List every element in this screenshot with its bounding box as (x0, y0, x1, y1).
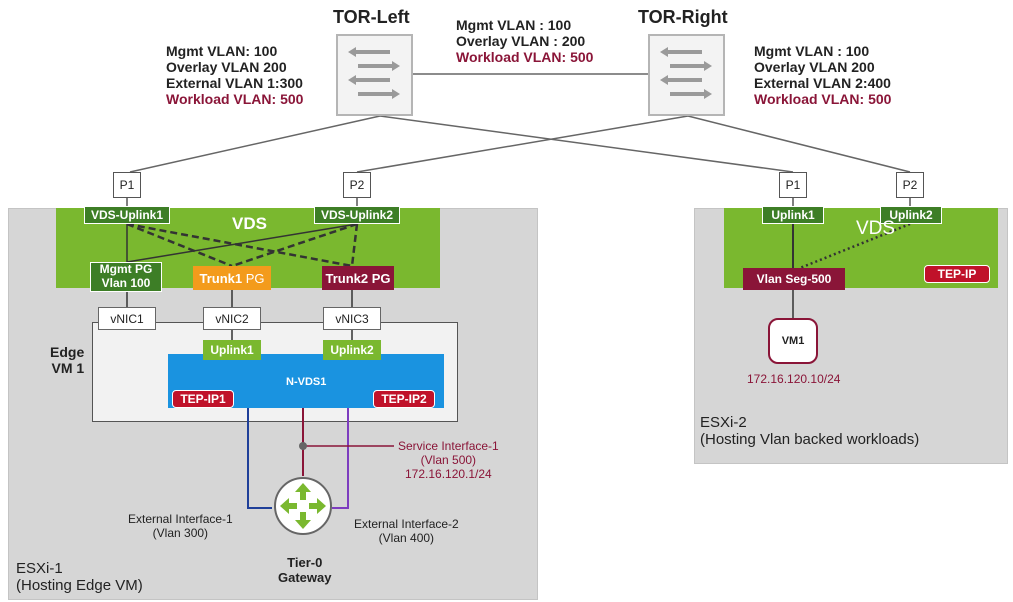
tor-left-vlan-mgmt: Mgmt VLAN: 100 (166, 43, 278, 59)
tor-left-title: TOR-Left (333, 7, 410, 27)
external-interface-2-label: External Interface-2 (Vlan 400) (354, 517, 459, 546)
esxi1-host-label: ESXi-1 (Hosting Edge VM) (16, 560, 143, 595)
ext-if2-vlan: (Vlan 400) (378, 530, 435, 545)
switch-arrows-icon (348, 47, 400, 99)
esxi1-desc: (Hosting Edge VM) (16, 577, 143, 595)
switch-arrows-icon (660, 47, 712, 99)
esxi2-uplink2: Uplink2 (880, 206, 942, 224)
interconnect-vlan-mgmt: Mgmt VLAN : 100 (456, 17, 572, 33)
esxi2-name: ESXi-2 (700, 414, 747, 431)
ext-if1-vlan: (Vlan 300) (152, 525, 209, 540)
vds-uplink1: VDS-Uplink1 (84, 206, 170, 224)
ext-if1-name: External Interface-1 (128, 512, 233, 526)
vm1: VM1 (768, 318, 818, 364)
edge-vm-label-line1: Edge (50, 344, 85, 360)
service-interface-vlan: (Vlan 500) (420, 452, 477, 467)
tor-right-vlan-mgmt: Mgmt VLAN : 100 (754, 43, 870, 59)
vds-uplink2: VDS-Uplink2 (314, 206, 400, 224)
interconnect-vlans: Mgmt VLAN : 100 Overlay VLAN : 200 Workl… (456, 17, 593, 65)
ext-if2-name: External Interface-2 (354, 517, 459, 531)
esxi2-port-p2: P2 (896, 172, 924, 198)
mgmt-pg-vlan: Vlan 100 (101, 276, 151, 290)
tor-left-vlan-workload: Workload VLAN: 500 (166, 91, 304, 108)
service-interface-name: Service Interface-1 (398, 439, 499, 453)
service-interface-label: Service Interface-1 (Vlan 500) 172.16.12… (398, 439, 499, 481)
esxi2-vds-label: VDS (856, 218, 896, 239)
edge-vm-label: Edge VM 1 (50, 344, 84, 376)
external-interface-1-label: External Interface-1 (Vlan 300) (128, 512, 233, 541)
vnic3: vNIC3 (323, 307, 381, 330)
tier0-gateway-router (274, 477, 332, 535)
vlan-seg-500: Vlan Seg-500 (743, 268, 845, 290)
gateway-line1: Tier-0 (287, 555, 323, 570)
router-arrows-icon (280, 483, 326, 529)
vm1-ip: 172.16.120.10/24 (747, 372, 841, 386)
edge-vm-label-line2: VM 1 (51, 360, 85, 377)
tor-right-vlans: Mgmt VLAN : 100 Overlay VLAN 200 Externa… (754, 43, 891, 107)
mgmt-pg-name: Mgmt PG (99, 262, 153, 277)
mgmt-pg: Mgmt PG Vlan 100 (90, 262, 162, 292)
esxi2-uplink1: Uplink1 (762, 206, 824, 224)
nvds-uplink1: Uplink1 (203, 340, 261, 360)
vnic2: vNIC2 (203, 307, 261, 330)
tor-right-vlan-external: External VLAN 2:400 (754, 75, 891, 92)
esxi1-name: ESXi-1 (16, 560, 63, 577)
trunk1-name: Trunk1 (199, 270, 243, 286)
tor-right-title: TOR-Right (638, 7, 728, 27)
esxi2-host-label: ESXi-2 (Hosting Vlan backed workloads) (700, 414, 919, 449)
trunk1-pg: Trunk1 PG (193, 266, 271, 290)
gateway-line2: Gateway (278, 569, 332, 585)
tor-left-vlan-external: External VLAN 1:300 (166, 75, 303, 92)
nvds-uplink2: Uplink2 (323, 340, 381, 360)
tor-left-vlan-overlay: Overlay VLAN 200 (166, 59, 287, 76)
service-interface-ip: 172.16.120.1/24 (404, 466, 492, 481)
tor-right-switch (648, 34, 725, 116)
tep-ip2: TEP-IP2 (373, 390, 435, 408)
tep-ip1: TEP-IP1 (172, 390, 234, 408)
trunk1-suffix: PG (245, 270, 265, 286)
esxi2-tep-ip: TEP-IP (924, 265, 990, 283)
interconnect-vlan-workload: Workload VLAN: 500 (456, 49, 594, 66)
tor-left-vlans: Mgmt VLAN: 100 Overlay VLAN 200 External… (166, 43, 303, 107)
interconnect-vlan-overlay: Overlay VLAN : 200 (456, 33, 586, 50)
esxi2-desc: (Hosting Vlan backed workloads) (700, 431, 920, 449)
esxi1-port-p2: P2 (343, 172, 371, 198)
tor-right-vlan-workload: Workload VLAN: 500 (754, 91, 892, 108)
esxi1-vds-label: VDS (232, 214, 267, 233)
tor-right-vlan-overlay: Overlay VLAN 200 (754, 59, 875, 76)
tor-left-switch (336, 34, 413, 116)
esxi1-port-p1: P1 (113, 172, 141, 198)
tier0-gateway-label: Tier-0 Gateway (278, 555, 332, 586)
vnic1: vNIC1 (98, 307, 156, 330)
esxi2-port-p1: P1 (779, 172, 807, 198)
nvds-label: N-VDS1 (286, 376, 327, 388)
trunk2-pg: Trunk2 PG (322, 266, 394, 290)
